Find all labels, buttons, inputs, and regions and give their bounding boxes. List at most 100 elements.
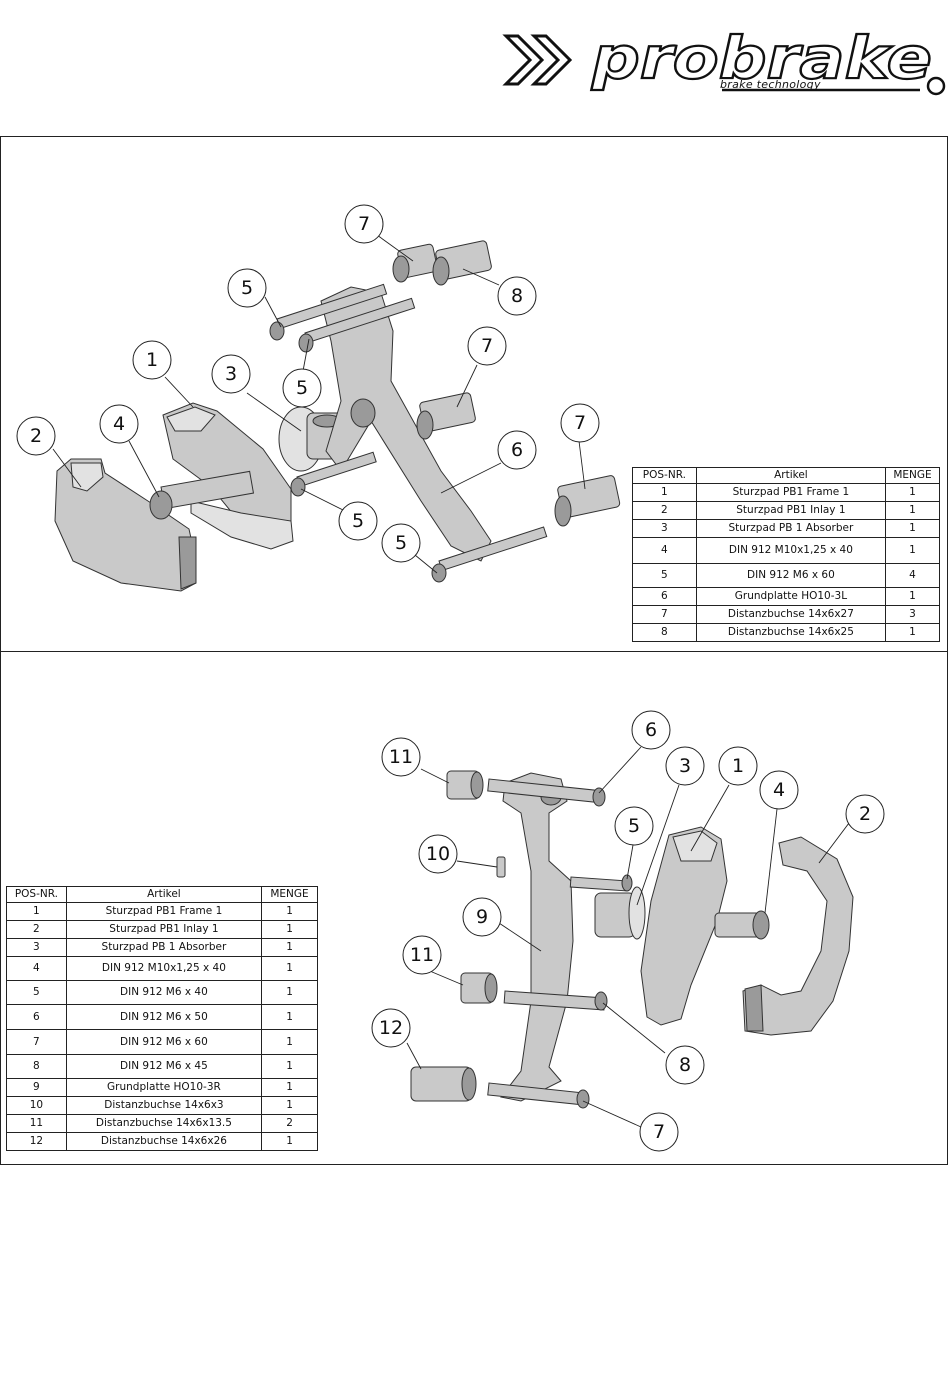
header-artikel: Artikel	[65, 886, 263, 903]
callout-3: 3	[665, 746, 705, 786]
svg-text:3: 3	[679, 755, 691, 777]
part-frame-right	[640, 826, 770, 1026]
logo-wordmark: probrake	[590, 28, 933, 93]
svg-text:3: 3	[225, 363, 237, 385]
svg-text:5: 5	[296, 377, 308, 399]
svg-text:5: 5	[395, 532, 407, 554]
svg-text:8: 8	[679, 1054, 691, 1076]
callout-5-c: 5	[338, 501, 378, 541]
part-baseplate-left	[320, 286, 492, 562]
exploded-view-left: 7 5 8 1 3 7 5 2 4 7 6 5 5	[16, 204, 621, 592]
header-menge: MENGE	[261, 886, 318, 903]
probrake-logo: probrake	[502, 28, 946, 96]
part-bolts-right	[487, 778, 633, 1109]
svg-text:9: 9	[476, 906, 488, 928]
svg-text:6: 6	[511, 439, 523, 461]
svg-text:2: 2	[30, 425, 42, 447]
svg-text:1: 1	[732, 755, 744, 777]
callout-8: 8	[665, 1045, 705, 1085]
callout-4: 4	[99, 404, 139, 444]
svg-text:7: 7	[481, 335, 493, 357]
svg-text:11: 11	[389, 746, 413, 768]
svg-text:4: 4	[773, 779, 785, 801]
parts-list-header: POS-NR. Artikel MENGE	[6, 886, 318, 903]
logo-tagline: brake technology	[720, 78, 821, 91]
header-artikel: Artikel	[695, 467, 887, 484]
callout-11-a: 11	[381, 737, 421, 777]
svg-text:5: 5	[628, 815, 640, 837]
logo-brand-text: probrake	[591, 28, 932, 92]
svg-text:1: 1	[146, 349, 158, 371]
part-bolts-top-left	[269, 283, 548, 583]
part-spacers-right	[410, 770, 506, 1102]
header-menge: MENGE	[885, 467, 940, 484]
callout-5-b: 5	[282, 368, 322, 408]
callout-4: 4	[759, 770, 799, 810]
callout-7-a: 7	[344, 204, 384, 244]
svg-text:5: 5	[352, 510, 364, 532]
callout-12: 12	[371, 1008, 411, 1048]
callout-5-d: 5	[381, 523, 421, 563]
part-spacers-left	[392, 240, 621, 527]
svg-text:6: 6	[645, 719, 657, 741]
svg-text:10: 10	[426, 843, 450, 865]
callout-6: 6	[631, 710, 671, 750]
header-pos-nr: POS-NR.	[6, 886, 67, 903]
part-inlay-right	[742, 836, 854, 1036]
svg-text:8: 8	[511, 285, 523, 307]
callout-1: 1	[132, 340, 172, 380]
part-absorber-right	[594, 886, 646, 940]
callout-7: 7	[639, 1112, 679, 1152]
svg-text:2: 2	[859, 803, 871, 825]
callout-3: 3	[211, 354, 251, 394]
callout-11-b: 11	[402, 935, 442, 975]
callout-2: 2	[16, 416, 56, 456]
svg-text:7: 7	[653, 1121, 665, 1143]
svg-text:4: 4	[113, 413, 125, 435]
part-inlay-left	[54, 458, 197, 592]
part-bolt-m10	[149, 470, 255, 520]
callout-7-c: 7	[560, 403, 600, 443]
part-frame-left	[162, 402, 294, 550]
header-pos-nr: POS-NR.	[632, 467, 697, 484]
parts-list-header: POS-NR. Artikel MENGE	[632, 467, 940, 484]
part-baseplate-right	[500, 772, 574, 1102]
svg-text:5: 5	[241, 277, 253, 299]
svg-text:7: 7	[358, 213, 370, 235]
brake-line-icon	[722, 76, 946, 96]
callout-7-b: 7	[467, 326, 507, 366]
callout-5-a: 5	[227, 268, 267, 308]
callout-6: 6	[497, 430, 537, 470]
svg-text:7: 7	[574, 412, 586, 434]
leader-lines-left	[52, 234, 586, 574]
svg-text:11: 11	[410, 944, 434, 966]
callout-5: 5	[614, 806, 654, 846]
callout-8: 8	[497, 276, 537, 316]
callout-1: 1	[718, 746, 758, 786]
callout-9: 9	[462, 897, 502, 937]
leader-lines-right	[406, 746, 850, 1128]
callout-10: 10	[418, 834, 458, 874]
callout-2: 2	[845, 794, 885, 834]
